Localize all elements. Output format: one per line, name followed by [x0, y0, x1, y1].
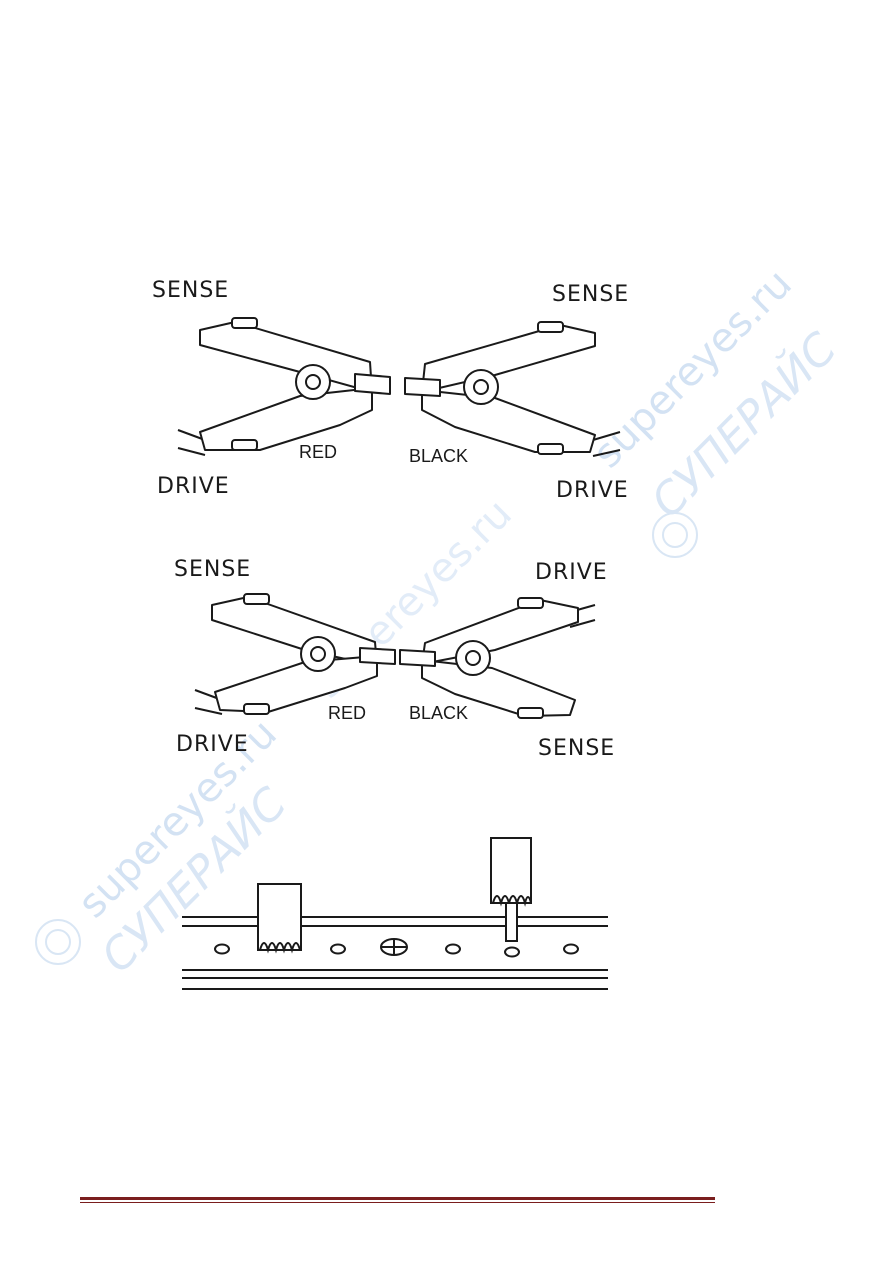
probe-right	[490, 837, 532, 942]
fig2-sense-right-bottom: SENSE	[538, 736, 616, 761]
fig2-black-label: BLACK	[409, 703, 469, 723]
fig1-drive-right: DRIVE	[556, 478, 629, 503]
footer-rule	[80, 1197, 715, 1200]
probe-left	[257, 883, 302, 954]
fig2-red-label: RED	[328, 703, 367, 723]
fig1-black-label: BLACK	[409, 446, 469, 466]
fig1-sense-right: SENSE	[552, 282, 630, 307]
fixture-hole	[330, 943, 346, 955]
fixture-hole	[214, 943, 230, 955]
fig2-sense-left: SENSE	[174, 557, 252, 582]
watermark-gear-icon	[652, 512, 698, 558]
fixture-hole	[504, 946, 520, 958]
fig2-drive-left: DRIVE	[176, 732, 249, 757]
fixture-hole	[445, 943, 461, 955]
fig1-drive-left: DRIVE	[157, 474, 230, 499]
fig1-sense-left: SENSE	[152, 278, 230, 303]
fig2-drive-right-top: DRIVE	[535, 560, 608, 585]
fig1-red-label: RED	[299, 442, 338, 462]
left-cable-1	[177, 429, 206, 441]
fixture-hole	[563, 943, 579, 955]
fixture-screw-icon	[380, 938, 408, 956]
footer-rule-thin	[80, 1202, 715, 1203]
watermark-gear-icon-2	[35, 919, 81, 965]
